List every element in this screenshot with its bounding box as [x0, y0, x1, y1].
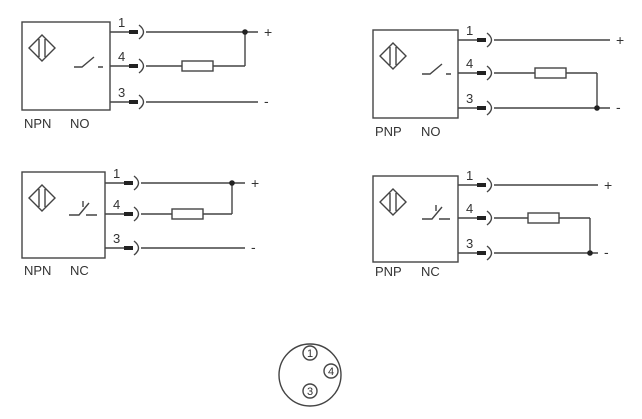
normally-closed-switch-icon	[422, 205, 450, 220]
junction-dot	[587, 250, 593, 256]
pin-number: 3	[466, 236, 473, 251]
connector-face: 1 4 3	[278, 343, 342, 407]
pin-number: 3	[113, 231, 120, 246]
connector-socket-icon	[138, 58, 145, 74]
circuit-npn-no: 1 4 3 + - NPN NO	[21, 15, 272, 131]
output-type-label: PNP	[375, 124, 402, 139]
sensor-box	[21, 21, 111, 111]
sensor-box	[21, 171, 106, 259]
connector-socket-icon	[133, 175, 140, 191]
connector-socket-icon	[133, 206, 140, 222]
minus-label: -	[616, 99, 621, 115]
load-resistor	[171, 208, 204, 220]
connector-pin-number: 4	[328, 366, 334, 378]
plus-label: +	[264, 24, 272, 40]
load-resistor	[534, 67, 567, 79]
pin-number: 4	[466, 201, 473, 216]
pin-number: 1	[466, 168, 473, 183]
inductive-sensor-icon	[28, 184, 56, 212]
pin-number: 4	[466, 56, 473, 71]
connector-socket-icon	[486, 65, 493, 81]
junction-dot	[242, 29, 248, 35]
connector-outline	[278, 343, 342, 407]
connector-socket-icon	[486, 245, 493, 261]
circuit-pnp-no: 1 4 3 + - PNP NO	[372, 23, 624, 139]
connector-pin	[323, 363, 339, 379]
minus-label: -	[251, 239, 256, 255]
inductive-sensor-icon	[28, 34, 56, 62]
connector-socket-icon	[486, 210, 493, 226]
contact-type-label: NC	[421, 264, 440, 279]
pin-number: 4	[118, 49, 125, 64]
connector-socket-icon	[486, 100, 493, 116]
normally-open-switch-icon	[422, 63, 451, 75]
contact-type-label: NC	[70, 263, 89, 278]
load-resistor	[527, 212, 560, 224]
normally-open-switch-icon	[74, 56, 103, 68]
contact-type-label: NO	[70, 116, 90, 131]
pin-number: 4	[113, 197, 120, 212]
connector-pin-number: 3	[307, 386, 313, 398]
junction-dot	[229, 180, 235, 186]
sensor-box	[372, 29, 459, 119]
load-resistor	[181, 60, 214, 72]
pin-number: 3	[466, 91, 473, 106]
plus-label: +	[616, 32, 624, 48]
output-type-label: NPN	[24, 116, 51, 131]
pin-number: 3	[118, 85, 125, 100]
sensor-box	[372, 175, 459, 263]
inductive-sensor-icon	[379, 188, 407, 216]
plus-label: +	[604, 177, 612, 193]
connector-socket-icon	[486, 177, 493, 193]
connector-socket-icon	[138, 94, 145, 110]
circuit-npn-nc: 1 4 3 + - NPN NC	[21, 166, 259, 278]
connector-socket-icon	[133, 240, 140, 256]
circuit-pnp-nc: 1 4 3 + - PNP NC	[372, 168, 612, 279]
inductive-sensor-icon	[379, 42, 407, 70]
connector-pin	[302, 345, 318, 361]
pin-number: 1	[118, 15, 125, 30]
plus-label: +	[251, 175, 259, 191]
output-type-label: PNP	[375, 264, 402, 279]
pin-number: 1	[113, 166, 120, 181]
normally-closed-switch-icon	[69, 201, 97, 216]
minus-label: -	[264, 93, 269, 109]
pin-number: 1	[466, 23, 473, 38]
minus-label: -	[604, 244, 609, 260]
output-type-label: NPN	[24, 263, 51, 278]
contact-type-label: NO	[421, 124, 441, 139]
connector-pin-number: 1	[307, 348, 313, 360]
connector-pin	[302, 383, 318, 399]
connector-socket-icon	[486, 32, 493, 48]
junction-dot	[594, 105, 600, 111]
connector-socket-icon	[138, 24, 145, 40]
